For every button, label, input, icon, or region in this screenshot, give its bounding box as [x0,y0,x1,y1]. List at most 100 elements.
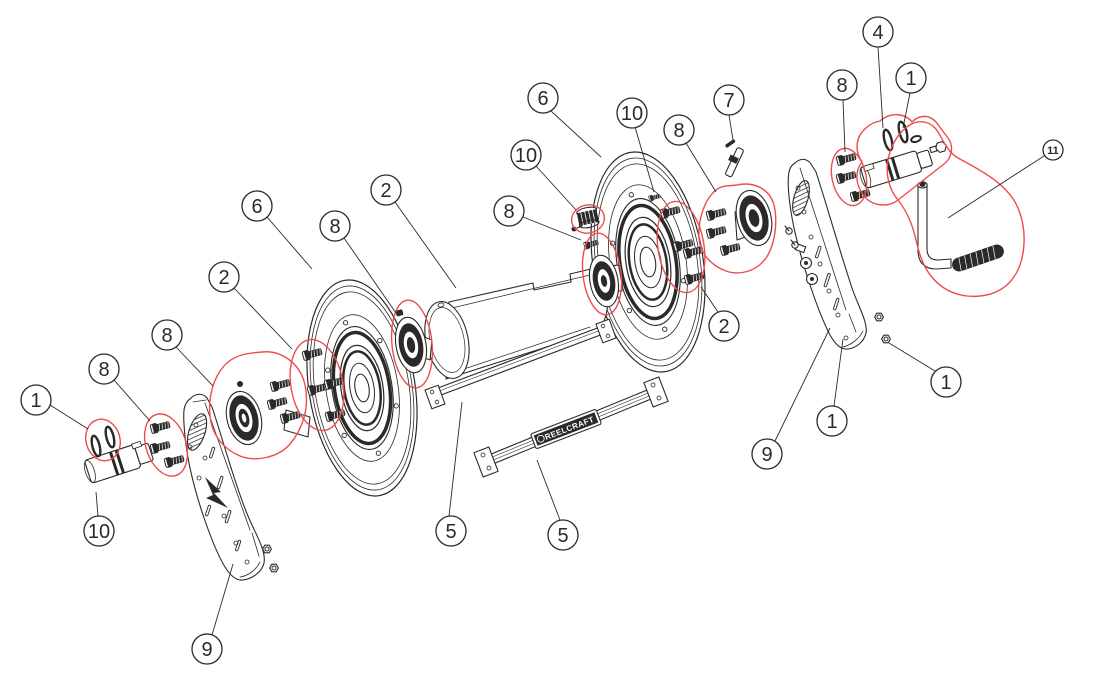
nut [874,312,884,322]
callout-2: 2 [700,286,740,342]
callout-number: 8 [98,359,109,381]
callout-balloon [862,16,894,48]
callout-balloon [370,174,402,206]
callout-10: 10 [83,491,115,547]
nut [262,544,272,554]
crank-axle-shaft [859,149,933,189]
crank-handle [917,181,1004,272]
leader-line [394,201,457,289]
red-group-crank-handle [886,121,1025,298]
callout-number: 8 [673,120,684,142]
leader-line [95,491,99,517]
leader-line [49,404,89,430]
callout-number: 10 [88,521,110,543]
bearing-hub-left-disc [394,309,433,374]
drum-shell [424,267,609,380]
callout-balloon [930,366,962,398]
callout-5: 5 [435,401,467,547]
leader-line [233,287,293,350]
leader-line [902,92,911,129]
callout-10: 10 [616,97,655,193]
callout-balloon [208,261,240,293]
callout-9: 9 [191,563,234,665]
disc-bolt-holes [325,320,399,456]
vent-grille [792,180,810,216]
callout-1: 1 [20,384,89,430]
callout-number: 6 [537,88,548,110]
callout-1: 1 [888,342,962,398]
callout-number: 9 [201,639,212,661]
red-group-hub-left [208,351,308,460]
leader-line [888,342,936,372]
latch-pin [725,139,744,178]
callout-number: 6 [251,196,262,218]
plate-slots [815,245,840,311]
callout-balloon [435,515,467,547]
latch-cap [571,206,600,232]
left-side-plate [183,393,279,581]
leader-line [211,563,234,636]
callout-number: 10 [621,103,643,125]
callout-number: 8 [161,325,172,347]
callout-8: 8 [663,114,717,193]
callout-1: 1 [816,338,848,437]
red-group-orings-left [85,418,121,462]
callout-balloon [895,62,927,94]
bearing-hub-right [705,189,773,257]
leader-line [877,46,884,129]
callout-number: 2 [218,267,229,289]
callout-2: 2 [370,174,457,289]
callout-number: 8 [503,201,514,223]
callout-5: 5 [536,459,579,551]
red-group-hub-left-disc [390,299,434,389]
red-group-bolts-left-disc [289,338,345,432]
leader-line [700,286,719,313]
callout-number: 9 [761,444,772,466]
right-side-plate [784,158,891,350]
callout-number: 7 [723,90,734,112]
callout-number: 2 [380,180,391,202]
leader-line [685,142,717,193]
callout-balloon [83,515,115,547]
callout-balloon [547,519,579,551]
red-group-bolts-left [143,413,189,477]
callout-number: 8 [836,75,847,97]
set-screw [395,309,404,317]
brand-label: REELCRAFT [530,409,602,449]
leader-line [175,346,214,387]
callout-number: 1 [905,68,916,90]
callout-number: 5 [557,525,568,547]
callout-2: 2 [208,261,293,350]
callout-balloon [1042,139,1064,161]
callout-number: 10 [515,145,537,167]
leader-line [774,327,831,442]
callout-balloon [510,139,542,171]
callout-1: 1 [895,62,927,129]
callout-6: 6 [241,190,313,270]
tie-rail-back [424,318,617,410]
callout-balloon [151,319,183,351]
callout-7: 7 [713,84,745,141]
leader-line [266,216,313,270]
axle-shaft-left [83,441,154,484]
callout-balloon [826,69,858,101]
callout-balloon [708,310,740,342]
callout-9: 9 [751,327,831,470]
o-ring [102,424,118,450]
callout-balloon [20,384,52,416]
leader-line [522,216,582,241]
callout-number: 5 [445,521,456,543]
tie-rail-front: REELCRAFT [473,376,669,478]
plate-screw-holes [795,185,849,341]
callout-balloon [88,353,120,385]
callout-balloon [663,114,695,146]
callout-4: 4 [862,16,894,129]
bearing-hub-left [225,377,311,446]
o-ring [895,119,911,145]
callout-number: 2 [718,316,729,338]
red-group-latch-cap [570,204,606,234]
leader-line [113,379,151,422]
callout-number: 4 [872,22,883,44]
